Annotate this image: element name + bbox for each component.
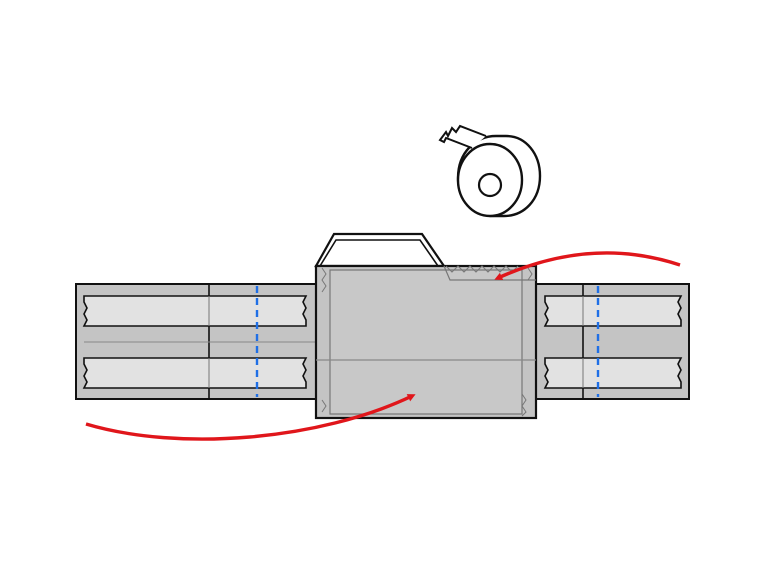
right-tape-strip-top [543, 295, 683, 327]
curved-arrow-icon [494, 251, 681, 281]
box-center-panel [314, 264, 538, 420]
right-flap [534, 283, 690, 400]
curved-arrow-icon [85, 394, 416, 441]
box-lid [314, 232, 447, 268]
right-tape-strip-bottom [543, 357, 683, 389]
tape-roll-icon [438, 124, 542, 218]
left-tape-strip-top [82, 295, 308, 327]
left-tape-strip-bottom [82, 357, 308, 389]
left-flap [75, 283, 317, 400]
